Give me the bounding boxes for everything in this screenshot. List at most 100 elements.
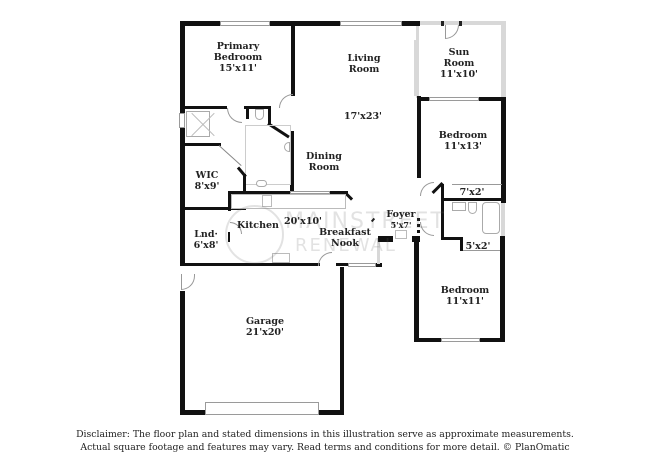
toilet: [255, 109, 264, 120]
wall: [500, 236, 505, 342]
sunroom-wall: [416, 26, 419, 98]
wall: [228, 191, 231, 211]
wall: [402, 21, 420, 26]
room-name: Primary: [216, 41, 260, 52]
wall: [417, 97, 429, 101]
wall: [180, 128, 185, 266]
disclaimer: Disclaimer: The floor plan and stated di…: [0, 428, 650, 454]
sunroom-wall: [420, 21, 506, 25]
door-swing: [227, 108, 242, 123]
door-swing: [420, 182, 434, 196]
room-name: Breakfast: [319, 227, 371, 238]
room-label-garage: Garage 21'x20': [246, 316, 284, 338]
wic-shelf: [218, 145, 242, 166]
wall: [412, 236, 420, 242]
room-name: Room: [443, 58, 475, 69]
room-name: Dining: [306, 151, 342, 162]
window: [348, 263, 376, 267]
room-dims: 11'x13': [444, 141, 482, 152]
wall: [180, 410, 205, 415]
wall: [336, 263, 348, 266]
wall: [270, 21, 340, 26]
wall: [377, 238, 380, 264]
appliance: [272, 253, 290, 263]
wall: [228, 191, 290, 194]
room-label-wic: WIC 8'x9': [195, 170, 220, 192]
wall: [180, 21, 220, 26]
front-door: [395, 230, 407, 239]
sunroom-door: [445, 25, 459, 39]
window: [220, 21, 270, 26]
room-dims: 8'x9': [194, 181, 220, 192]
sink: [256, 180, 267, 187]
wall: [370, 217, 376, 223]
wall: [441, 184, 444, 240]
window: [179, 113, 185, 128]
room-name: Living: [347, 53, 381, 64]
wall: [414, 237, 419, 342]
door-swing: [279, 94, 293, 108]
room-dims: 17'x23': [344, 111, 382, 122]
room-label-foyer: Foyer 5'x7': [386, 209, 415, 231]
room-name: Room: [348, 64, 380, 75]
room-dims: 15'x11': [219, 63, 257, 74]
bathtub: [482, 202, 500, 234]
room-name: Lnd·: [194, 229, 218, 240]
room-label-laundry: Lnd· 6'x8': [194, 229, 219, 251]
room-dims: 11'x11': [446, 296, 484, 307]
wall: [414, 338, 441, 342]
room-name: WIC: [195, 170, 219, 181]
room-label-kitchen: Kitchen: [237, 220, 279, 231]
room-label-breakfast-nook: Breakfast Nook: [319, 227, 371, 249]
room-dims: 5'x7': [390, 220, 412, 230]
wall: [480, 338, 505, 342]
wall: [330, 191, 348, 194]
room-dims-living-room: 17'x23': [344, 111, 382, 122]
wall: [180, 263, 320, 266]
wall: [378, 236, 386, 242]
wall: [244, 106, 271, 109]
disclaimer-line-2: Actual square footage and features may v…: [80, 442, 570, 453]
window: [501, 203, 505, 236]
room-label-dining-room: Dining Room: [306, 151, 342, 173]
window: [340, 21, 402, 26]
closet-door: [452, 184, 502, 185]
wall: [441, 237, 463, 240]
room-label-bedroom-2: Bedroom 11'x13': [439, 130, 487, 152]
wall: [417, 218, 420, 221]
wall: [417, 96, 421, 178]
window: [290, 191, 330, 194]
closet-door: [463, 250, 501, 251]
door-swing: [420, 222, 434, 236]
room-name: Nook: [331, 238, 359, 249]
room-label-primary-bedroom: Primary Bedroom 15'x11': [214, 41, 262, 74]
stove: [262, 195, 272, 207]
wall: [185, 106, 227, 109]
room-name: Sun: [448, 47, 470, 58]
room-label-sun-room: Sun Room 11'x10': [440, 47, 478, 80]
wall: [417, 224, 420, 227]
room-dims: 11'x10': [440, 69, 478, 80]
room-label-closet-1: 7'x2': [460, 187, 485, 198]
wall: [268, 106, 271, 124]
room-name: Garage: [245, 316, 285, 327]
garage-entry-door: [318, 252, 332, 266]
wall: [340, 267, 344, 415]
vanity: [245, 125, 291, 185]
room-dims-kitchen: 20'x10': [284, 216, 322, 227]
room-label-living-room: Living Room: [348, 53, 381, 75]
wall: [479, 97, 506, 101]
wall: [228, 232, 230, 242]
wall: [460, 237, 463, 251]
window: [441, 338, 480, 342]
wall: [291, 26, 295, 96]
room-dims: 6'x8': [193, 240, 219, 251]
wall: [501, 97, 506, 203]
wall: [290, 131, 294, 193]
room-name: Bedroom: [438, 130, 488, 141]
window: [429, 97, 479, 101]
disclaimer-line-1: Disclaimer: The floor plan and stated di…: [76, 429, 574, 440]
wall: [459, 21, 462, 26]
wall: [414, 40, 416, 96]
room-label-bedroom-3: Bedroom 11'x11': [441, 285, 489, 307]
